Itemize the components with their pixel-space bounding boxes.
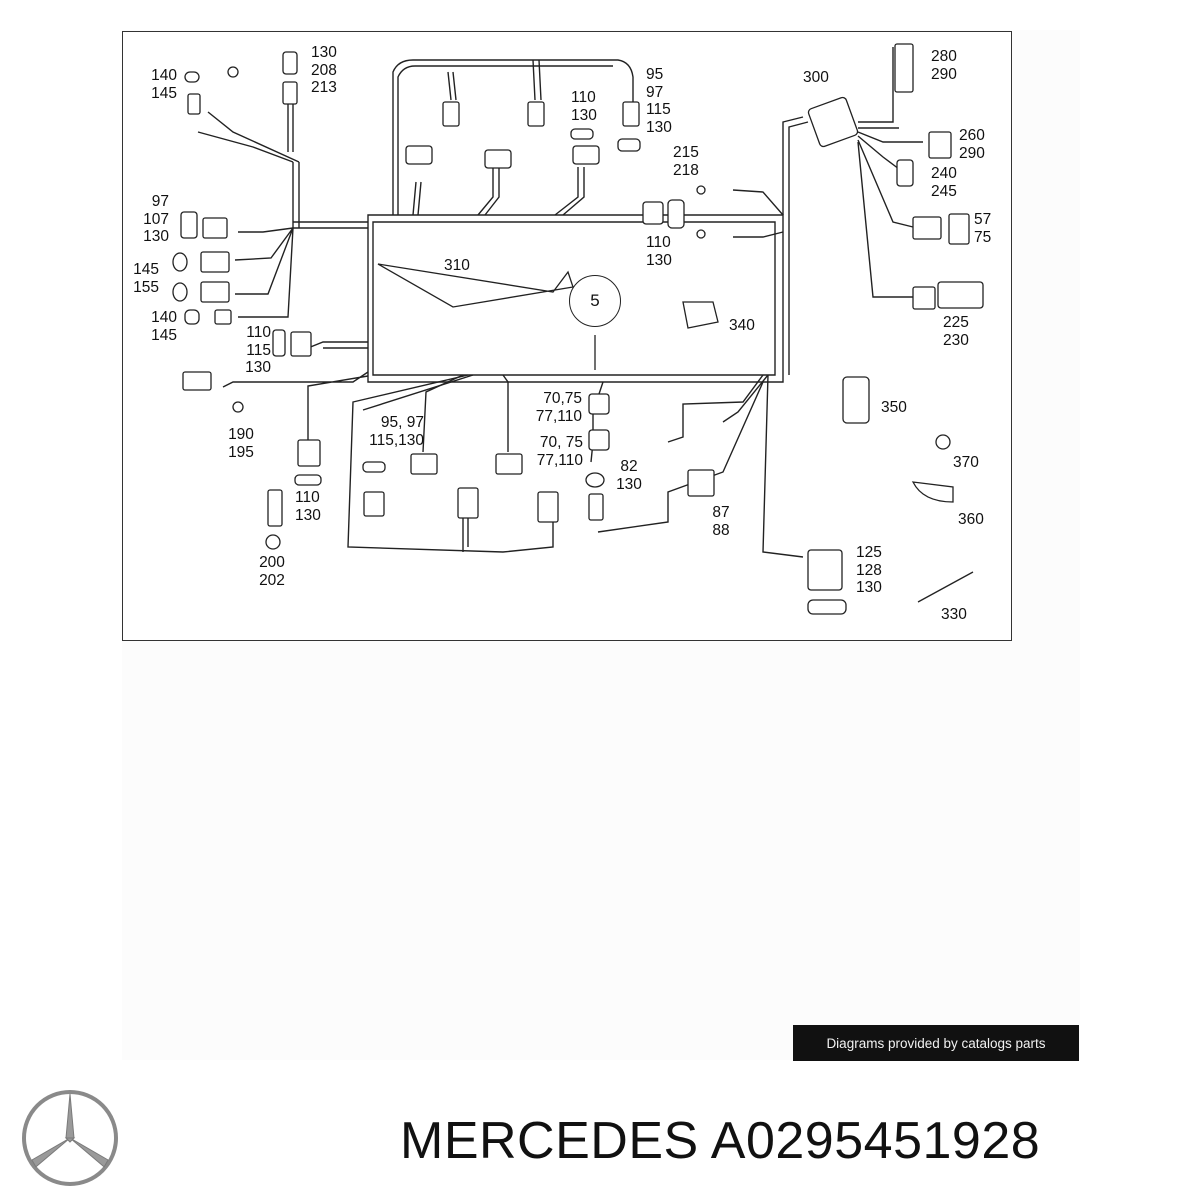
callout-310: 310 [444,257,470,274]
harness-drawing [172,43,984,615]
callout-82-130: 82 130 [616,458,642,493]
wiring-harness-diagram: 140 145 130 208 213 95 97 115 130 110 13… [122,31,1012,641]
callout-110-130-mid: 110 130 [646,234,672,269]
callout-130-208-213: 130 208 213 [311,44,337,96]
callout-300: 300 [803,69,829,86]
callout-110-115-130: 110 115 130 [245,324,271,376]
callout-280-290: 280 290 [931,48,957,83]
callout-225-230: 225 230 [943,314,969,349]
callout-240-245: 240 245 [931,165,957,200]
circle-callout-5: 5 [569,275,621,327]
callout-70-75-77-110-lower: 70, 75 77,110 [536,434,583,469]
mercedes-star-logo-icon [22,1090,118,1186]
callout-70-75-77-110-upper: 70,75 77,110 [535,390,582,425]
part-number-title: MERCEDES A0295451928 [400,1112,1041,1170]
callout-110-130-bottom: 110 130 [295,489,321,524]
callout-95-97-115-130: 95 97 115 130 [646,66,672,136]
callout-215-218: 215 218 [673,144,699,179]
harness-inner-loop [372,221,776,376]
callout-95-97-115-130-lower: 95, 97 115,130 [369,414,424,449]
callout-57-75: 57 75 [974,211,992,246]
callout-360: 360 [958,511,984,528]
callout-97-107-130: 97 107 130 [143,193,169,245]
callout-110-130-top: 110 130 [571,89,597,124]
callout-125-128-130: 125 128 130 [856,544,882,596]
callout-200-202: 200 202 [259,554,285,589]
callout-260-290: 260 290 [959,127,985,162]
callout-350: 350 [881,399,907,416]
callout-140-145-lower: 140 145 [151,309,177,344]
callout-190-195: 190 195 [228,426,254,461]
callout-145-155: 145 155 [133,261,159,296]
callout-370: 370 [953,454,979,471]
callout-87-88: 87 88 [712,504,730,539]
watermark-banner: Diagrams provided by catalogs parts [793,1025,1079,1061]
callout-330: 330 [941,606,967,623]
callout-340: 340 [729,317,755,334]
callout-140-145: 140 145 [151,67,177,102]
